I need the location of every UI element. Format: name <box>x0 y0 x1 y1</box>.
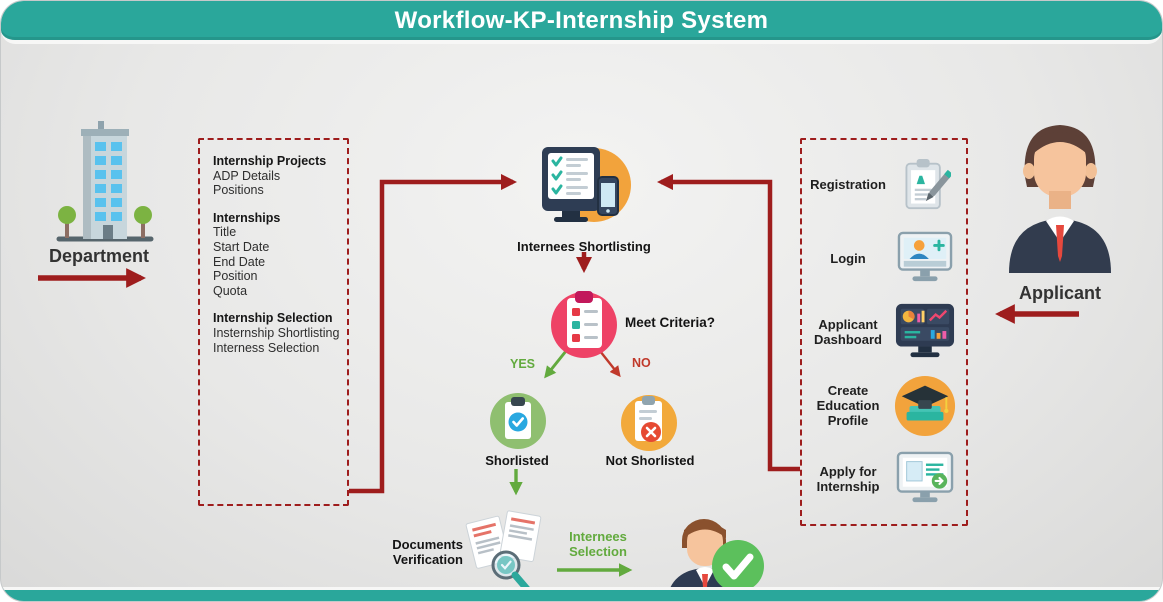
section-item: Start Date <box>213 239 270 254</box>
internees-selection-label: Internees Selection <box>569 529 627 559</box>
internees-shortlisting-label: Internees Shortlisting <box>517 239 651 254</box>
section-item: Positions <box>213 183 264 198</box>
step-label: Create Education Profile <box>816 383 880 429</box>
step-create-education-profile: Create Education Profile <box>808 369 960 443</box>
step-login: Login <box>808 222 960 296</box>
section-item: Position <box>213 269 258 284</box>
shortlisted-icon <box>490 393 546 449</box>
step-icon-wrap <box>890 451 960 507</box>
step-label: Registration <box>810 177 886 193</box>
page-title: Workflow-KP-Internship System <box>394 6 769 34</box>
yes-label: YES <box>510 357 536 371</box>
department-tasks-box: Internship Projects ADP Details Position… <box>198 138 349 506</box>
section-item: ADP Details <box>213 168 281 183</box>
building-icon <box>56 121 154 242</box>
registration-icon <box>905 158 951 209</box>
login-icon <box>897 232 953 282</box>
section-item: End Date <box>213 254 266 269</box>
step-registration: Registration <box>808 148 960 222</box>
section-heading: Internship Projects <box>213 154 327 168</box>
applicant-avatar <box>1009 125 1111 273</box>
section-heading: Internships <box>213 210 281 225</box>
title-bar: Workflow-KP-Internship System <box>1 1 1162 44</box>
tasks-section-internships: Internships Title Start Date End Date Po… <box>213 211 343 299</box>
applicant-steps-box: Registration Login <box>800 138 968 526</box>
section-item: Quota <box>213 283 248 298</box>
shortlisted-label: Shorlisted <box>485 453 549 468</box>
step-icon-wrap <box>890 231 960 285</box>
applicant-dashboard-icon <box>895 303 955 358</box>
step-label: Apply for Internship <box>816 464 880 495</box>
step-label: Applicant Dashboard <box>814 316 882 347</box>
section-heading: Internship Selection <box>213 311 333 326</box>
step-icon-wrap <box>890 157 960 213</box>
tasks-section-internship-projects: Internship Projects ADP Details Position… <box>213 154 343 198</box>
not-shortlisted-label: Not Shorlisted <box>605 453 695 468</box>
not-shortlisted-icon <box>621 395 677 451</box>
section-item: Title <box>213 225 237 240</box>
documents-verification-label: Documents Verification <box>392 537 463 567</box>
meet-criteria-icon <box>551 291 617 358</box>
no-label: NO <box>632 356 651 370</box>
documents-verification-icon <box>465 510 542 593</box>
meet-criteria-label: Meet Criteria? <box>625 315 716 330</box>
department-label: Department <box>48 246 150 266</box>
footer-bar <box>1 587 1162 601</box>
create-education-profile-icon <box>894 375 956 436</box>
internees-shortlisting-icon <box>542 147 631 222</box>
applicant-label: Applicant <box>1018 283 1101 303</box>
step-icon-wrap <box>890 302 960 362</box>
section-item: Interness Selection <box>213 340 320 355</box>
step-apply-for-internship: Apply for Internship <box>808 442 960 516</box>
step-applicant-dashboard: Applicant Dashboard <box>808 295 960 369</box>
step-label: Login <box>830 250 866 266</box>
step-icon-wrap <box>890 374 960 438</box>
apply-for-internship-icon <box>896 451 954 503</box>
section-item: Insternship Shortlisting <box>213 325 340 340</box>
tasks-section-internship-selection: Internship Selection Insternship Shortli… <box>213 311 343 355</box>
